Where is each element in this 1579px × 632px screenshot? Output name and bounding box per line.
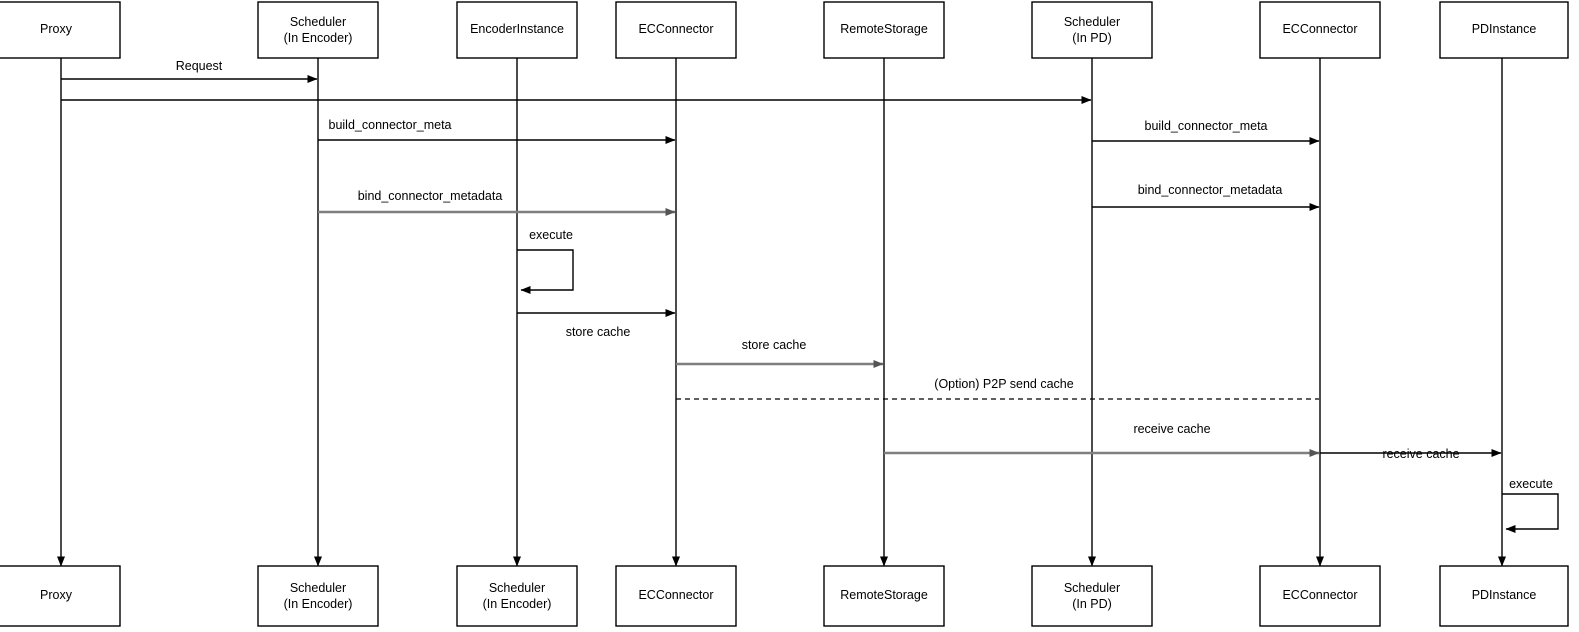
participant-box-top-pd_inst[interactable] bbox=[1439, 1, 1569, 59]
participant-label-bottom-pd_inst: PDInstance bbox=[1440, 587, 1568, 603]
participant-box-bottom-ecc_pd[interactable] bbox=[1259, 565, 1381, 627]
participant-box-bottom-remote[interactable] bbox=[823, 565, 945, 627]
participant-name: EncoderInstance bbox=[470, 22, 564, 36]
participant-box-top-sched_enc[interactable] bbox=[257, 1, 379, 59]
participant-label-bottom-remote: RemoteStorage bbox=[824, 587, 944, 603]
participant-label-top-pd_inst: PDInstance bbox=[1440, 21, 1568, 37]
participant-box-top-sched_pd[interactable] bbox=[1031, 1, 1153, 59]
participant-name: PDInstance bbox=[1471, 588, 1537, 602]
participant-box-top-ecc_enc[interactable] bbox=[615, 1, 737, 59]
message-label-m11: receive cache bbox=[1382, 447, 1460, 461]
participant-name: RemoteStorage bbox=[840, 22, 928, 36]
participant-label-top-proxy: Proxy bbox=[0, 21, 120, 37]
messages-group bbox=[61, 75, 1559, 533]
participant-name: Scheduler bbox=[1063, 581, 1121, 595]
participant-label-bottom-ecc_pd: ECConnector bbox=[1260, 587, 1380, 603]
participant-qualifier: (In Encoder) bbox=[482, 597, 552, 611]
participant-name: ECConnector bbox=[1282, 22, 1358, 36]
message-label-m7: store cache bbox=[565, 325, 631, 339]
participant-qualifier: (In PD) bbox=[1072, 31, 1112, 45]
participant-qualifier: (In PD) bbox=[1072, 597, 1112, 611]
message-label-m6: bind_connector_metadata bbox=[1137, 183, 1283, 197]
participant-name: Scheduler bbox=[289, 581, 347, 595]
participant-label-bottom-proxy: Proxy bbox=[0, 587, 120, 603]
participant-name: Scheduler bbox=[289, 15, 347, 29]
participant-qualifier: (In Encoder) bbox=[283, 597, 353, 611]
participant-name: ECConnector bbox=[638, 22, 714, 36]
participant-box-top-ecc_pd[interactable] bbox=[1259, 1, 1381, 59]
self-call-label-s2: execute bbox=[1509, 477, 1553, 491]
participant-label-bottom-ecc_enc: ECConnector bbox=[616, 587, 736, 603]
participant-name: Scheduler bbox=[488, 581, 546, 595]
participant-name: Proxy bbox=[40, 22, 72, 36]
participant-label-bottom-sched_pd: Scheduler (In PD) bbox=[1032, 580, 1152, 612]
participant-box-bottom-proxy[interactable] bbox=[0, 565, 121, 627]
participant-qualifier: (In Encoder) bbox=[283, 31, 353, 45]
participant-box-top-encoder_inst[interactable] bbox=[456, 1, 578, 59]
participant-box-bottom-encoder_inst[interactable] bbox=[456, 565, 578, 627]
participant-label-top-remote: RemoteStorage bbox=[824, 21, 944, 37]
participant-label-top-ecc_enc: ECConnector bbox=[616, 21, 736, 37]
participant-box-bottom-pd_inst[interactable] bbox=[1439, 565, 1569, 627]
message-label-m10: receive cache bbox=[1133, 422, 1211, 436]
participant-box-top-remote[interactable] bbox=[823, 1, 945, 59]
participant-label-bottom-encoder_inst: Scheduler (In Encoder) bbox=[457, 580, 577, 612]
participant-name: Scheduler bbox=[1063, 15, 1121, 29]
message-label-m5: bind_connector_metadata bbox=[357, 189, 503, 203]
participant-name: Proxy bbox=[40, 588, 72, 602]
participant-box-bottom-ecc_enc[interactable] bbox=[615, 565, 737, 627]
participant-name: ECConnector bbox=[638, 588, 714, 602]
message-label-m3: build_connector_meta bbox=[328, 118, 452, 132]
participant-name: PDInstance bbox=[1471, 22, 1537, 36]
participant-box-bottom-sched_enc[interactable] bbox=[257, 565, 379, 627]
participant-name: RemoteStorage bbox=[840, 588, 928, 602]
self-call-path-s2 bbox=[1502, 493, 1559, 533]
participant-box-top-proxy[interactable] bbox=[0, 1, 121, 59]
message-label-m9: (Option) P2P send cache bbox=[934, 377, 1074, 391]
participant-name: ECConnector bbox=[1282, 588, 1358, 602]
participant-label-top-sched_enc: Scheduler (In Encoder) bbox=[258, 14, 378, 46]
message-label-m4: build_connector_meta bbox=[1144, 119, 1268, 133]
lifelines-group bbox=[57, 58, 1506, 567]
participant-label-top-sched_pd: Scheduler (In PD) bbox=[1032, 14, 1152, 46]
participant-label-bottom-sched_enc: Scheduler (In Encoder) bbox=[258, 580, 378, 612]
self-call-label-s1: execute bbox=[529, 228, 573, 242]
participant-box-bottom-sched_pd[interactable] bbox=[1031, 565, 1153, 627]
participant-label-top-ecc_pd: ECConnector bbox=[1260, 21, 1380, 37]
participant-label-top-encoder_inst: EncoderInstance bbox=[457, 21, 577, 37]
self-call-path-s1 bbox=[517, 249, 574, 294]
message-label-m8: store cache bbox=[741, 338, 807, 352]
message-label-m1: Request bbox=[175, 59, 223, 73]
